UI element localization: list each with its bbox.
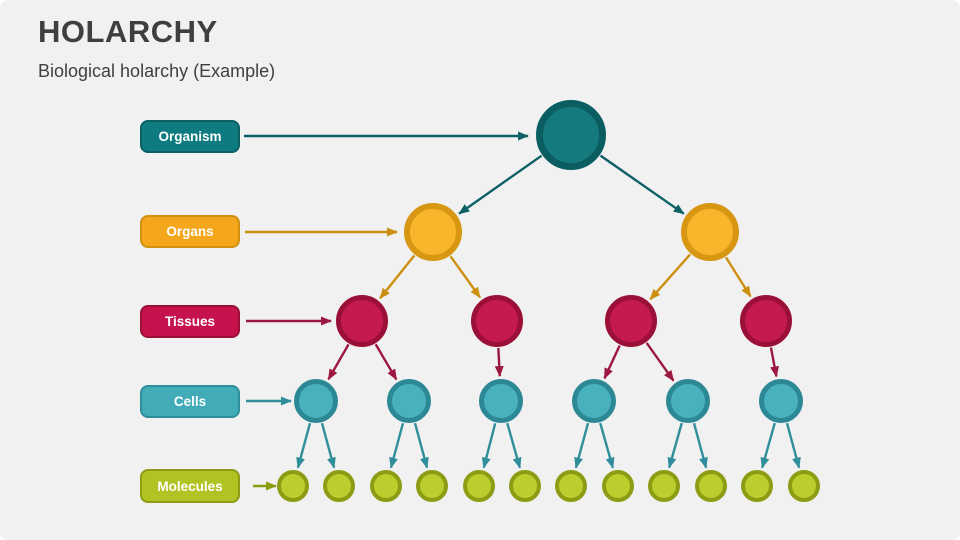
node-organism-1 (536, 100, 606, 170)
tree-edge-cells-2-to-molecules-5 (506, 422, 522, 469)
tree-edge-cells-5-to-molecules-11 (785, 422, 801, 469)
node-cells-3 (479, 379, 523, 423)
node-molecules-2 (323, 470, 355, 502)
node-molecules-4 (416, 470, 448, 502)
tree-edge-cells-4-to-molecules-9 (692, 422, 708, 469)
node-molecules-1 (277, 470, 309, 502)
node-cells-6 (759, 379, 803, 423)
tree-edge-organs-1-to-tissues-3 (724, 256, 752, 298)
tree-edge-cells-1-to-molecules-3 (413, 422, 429, 469)
level-box-tissues: Tissues (140, 305, 240, 338)
node-molecules-5 (463, 470, 495, 502)
node-molecules-8 (602, 470, 634, 502)
node-organs-2 (681, 203, 739, 261)
node-molecules-9 (648, 470, 680, 502)
level-box-cells: Cells (140, 385, 240, 418)
node-tissues-3 (605, 295, 657, 347)
tree-edge-tissues-2-to-cells-4 (645, 342, 675, 382)
tree-edge-organs-0-to-tissues-1 (449, 255, 482, 299)
tree-edge-organism-0-to-organs-1 (599, 154, 685, 215)
tree-edge-tissues-2-to-cells-3 (603, 345, 621, 380)
level-box-organs: Organs (140, 215, 240, 248)
level-label-organism: Organism (158, 129, 222, 144)
tree-edge-cells-4-to-molecules-8 (667, 422, 683, 469)
node-molecules-3 (370, 470, 402, 502)
node-organs-1 (404, 203, 462, 261)
tree-edge-organs-1-to-tissues-2 (649, 253, 691, 301)
node-molecules-10 (695, 470, 727, 502)
node-cells-1 (294, 379, 338, 423)
node-cells-5 (666, 379, 710, 423)
node-molecules-11 (741, 470, 773, 502)
tree-edge-cells-3-to-molecules-7 (599, 422, 615, 469)
tree-edge-organism-0-to-organs-0 (458, 154, 543, 215)
node-molecules-6 (509, 470, 541, 502)
level-label-organs: Organs (166, 224, 214, 239)
tree-edge-cells-5-to-molecules-10 (760, 422, 776, 469)
page-title: HOLARCHY (38, 14, 218, 49)
tree-edge-cells-2-to-molecules-4 (481, 422, 497, 469)
tree-edge-tissues-0-to-cells-1 (374, 343, 398, 381)
tree-edge-tissues-0-to-cells-0 (327, 343, 350, 381)
node-tissues-2 (471, 295, 523, 347)
tree-edge-cells-0-to-molecules-1 (320, 422, 336, 469)
level-label-cells: Cells (173, 394, 207, 409)
tree-edge-cells-0-to-molecules-0 (296, 422, 312, 469)
node-tissues-1 (336, 295, 388, 347)
tree-edge-cells-3-to-molecules-6 (574, 422, 590, 469)
tree-edge-organs-0-to-tissues-0 (379, 254, 416, 300)
level-label-molecules: Molecules (157, 478, 223, 494)
level-label-tissues: Tissues (164, 314, 216, 329)
page-subtitle: Biological holarchy (Example) (38, 61, 276, 81)
node-molecules-12 (788, 470, 820, 502)
node-tissues-4 (740, 295, 792, 347)
node-cells-4 (572, 379, 616, 423)
tree-edge-tissues-1-to-cells-2 (494, 347, 504, 378)
level-box-organism: Organism (140, 120, 240, 153)
tree-edge-cells-1-to-molecules-2 (389, 422, 405, 469)
tree-edge-tissues-3-to-cells-5 (769, 347, 779, 378)
node-cells-2 (387, 379, 431, 423)
level-box-molecules: Molecules (140, 469, 240, 503)
node-molecules-7 (555, 470, 587, 502)
